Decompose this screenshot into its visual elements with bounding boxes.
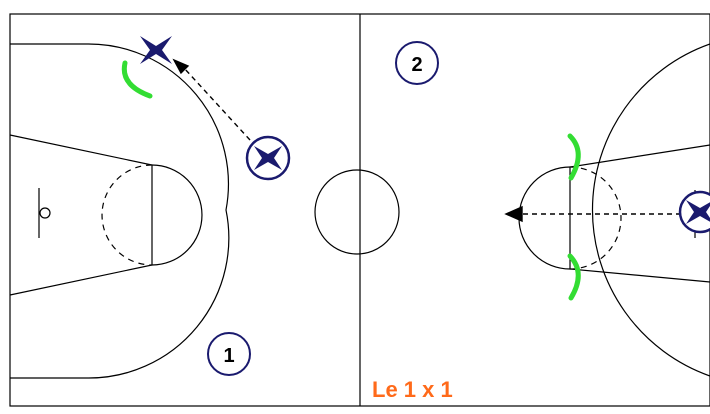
zone-label-2: 2	[395, 41, 439, 85]
center-circle	[314, 169, 400, 255]
drive-arrowhead-right	[504, 205, 523, 223]
arc-bracket-icon	[121, 60, 153, 99]
zone-label-circle	[207, 332, 251, 376]
attacker-top-left	[140, 36, 172, 64]
right-three-point-line	[591, 43, 710, 377]
left-free-throw-circle-inner	[101, 164, 153, 266]
zone-label-text: 2	[411, 54, 422, 76]
left-free-throw-circle-outer	[151, 164, 203, 266]
defenders	[121, 60, 581, 301]
circled-x-cross	[686, 200, 710, 224]
circled-x-cross	[254, 146, 282, 170]
left-three-point-line	[10, 43, 230, 379]
diagram-caption: Le 1 x 1	[372, 377, 453, 402]
zone-label-1: 1	[207, 332, 251, 376]
movement-arrows	[172, 58, 690, 223]
arc-bracket-icon	[567, 133, 581, 181]
basket-icon	[39, 207, 51, 219]
arc-bracket-icon	[567, 253, 581, 301]
right-free-throw-circle-outer	[518, 166, 571, 270]
attacker-with-ball-left	[245, 135, 291, 181]
attacker-with-ball-right	[678, 190, 710, 234]
pass-arrow-left	[183, 67, 251, 141]
right-free-throw-circle-inner	[569, 166, 622, 270]
right-key	[569, 144, 710, 283]
zone-label-text: 1	[223, 345, 234, 367]
pass-arrowhead-left	[172, 58, 190, 75]
left-key	[9, 134, 153, 296]
court-lines	[9, 13, 710, 407]
zone-label-circle	[395, 41, 439, 85]
x-cross-icon	[140, 36, 172, 64]
